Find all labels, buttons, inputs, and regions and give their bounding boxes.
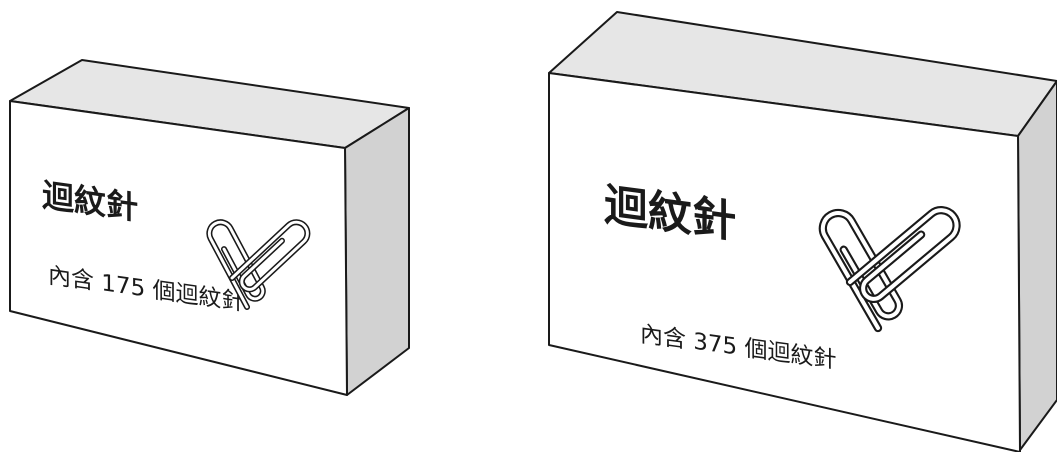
box-small-front-face — [9, 100, 348, 396]
box-small-side-face — [344, 107, 410, 396]
paperclip-box-small: 迴紋針 內含 175 個迴紋針 — [9, 59, 410, 396]
box-large-side-face — [1017, 80, 1057, 451]
paperclip-box-large: 迴紋針 內含 375 個迴紋針 — [548, 11, 1057, 452]
box-large-front-face — [548, 72, 1021, 452]
